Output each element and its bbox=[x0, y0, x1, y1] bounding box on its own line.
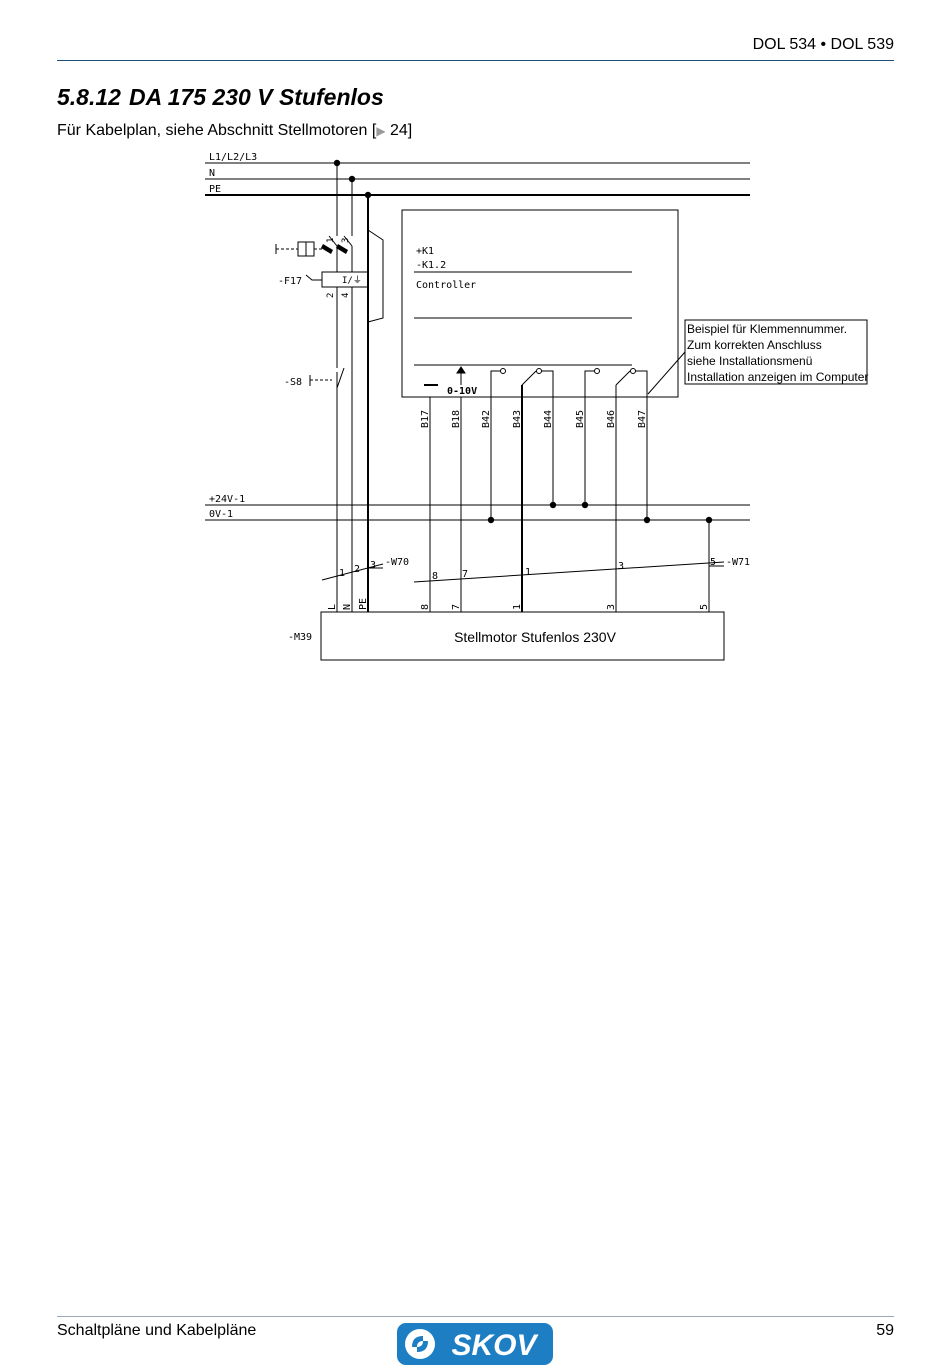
motor-tag-m39: -M39 bbox=[288, 632, 312, 643]
analog-output-label: 0-10V bbox=[447, 386, 477, 397]
cable-core-label: 7 bbox=[462, 569, 468, 580]
bus-label-24v: +24V-1 bbox=[209, 494, 245, 505]
note-line: Installation anzeigen im Computer bbox=[687, 370, 868, 384]
intro-page-reference[interactable]: 24] bbox=[390, 122, 413, 139]
terminal-label: B44 bbox=[543, 410, 554, 428]
switch-s8-label: -S8 bbox=[284, 377, 302, 388]
section-heading: 5.8.12 DA 175 230 V Stufenlos bbox=[57, 84, 384, 111]
page-number: 59 bbox=[876, 1322, 894, 1339]
motor-terminal-label: 7 bbox=[451, 604, 462, 610]
bus-label-0v: 0V-1 bbox=[209, 509, 233, 520]
intro-text: Für Kabelplan, siehe Abschnitt Stellmoto… bbox=[57, 122, 412, 140]
motor-terminal-label: 8 bbox=[420, 604, 431, 610]
cable-core-label: 1 bbox=[525, 567, 531, 578]
terminal-label: B46 bbox=[606, 410, 617, 428]
terminal-label: B47 bbox=[637, 410, 648, 428]
skov-logo-text: SKOV bbox=[451, 1329, 539, 1362]
bus-label-pe: PE bbox=[209, 184, 221, 195]
motor-terminal-label: 3 bbox=[606, 604, 617, 610]
note-line: Zum korrekten Anschluss bbox=[687, 338, 822, 352]
svg-text:4: 4 bbox=[341, 293, 351, 298]
document-header-title: DOL 534 • DOL 539 bbox=[752, 36, 894, 53]
analog-output-arrow-icon bbox=[456, 366, 466, 374]
bus-label-n: N bbox=[209, 168, 215, 179]
terminal-label: B42 bbox=[481, 410, 492, 428]
note-line: Beispiel für Klemmennummer. bbox=[687, 322, 847, 336]
motor-terminal-label: N bbox=[342, 604, 353, 610]
page-reference-arrow-icon: ▶ bbox=[376, 124, 386, 138]
cable-w71-label: -W71 bbox=[726, 557, 750, 568]
cable-core-label: 3 bbox=[370, 560, 376, 571]
svg-text:3: 3 bbox=[341, 238, 351, 243]
motor-label: Stellmotor Stufenlos 230V bbox=[454, 629, 617, 645]
cable-core-label: 5 bbox=[710, 557, 716, 568]
svg-text:2: 2 bbox=[326, 293, 336, 298]
terminal-label: B17 bbox=[420, 410, 431, 428]
skov-logo-mark-icon bbox=[412, 1336, 423, 1347]
footer-rule bbox=[57, 1316, 894, 1317]
skov-logo: SKOV bbox=[397, 1323, 553, 1365]
controller-label-k1: +K1 bbox=[416, 246, 434, 257]
svg-text:1: 1 bbox=[326, 238, 336, 243]
section-title: DA 175 230 V Stufenlos bbox=[128, 84, 384, 110]
motor-terminal-label: PE bbox=[358, 598, 369, 610]
header-rule bbox=[57, 60, 894, 61]
fuse-f17-symbol-text: I/⏚ bbox=[342, 275, 362, 286]
motor-box bbox=[320, 611, 725, 661]
cable-core-label: 3 bbox=[618, 561, 624, 572]
intro-link-stellmotoren[interactable]: Stellmotoren bbox=[277, 122, 368, 139]
fuse-f17-label: -F17 bbox=[278, 276, 302, 287]
terminal-label: B45 bbox=[575, 410, 586, 428]
controller-box bbox=[401, 209, 679, 398]
controller-label-k1-2: -K1.2 bbox=[416, 260, 446, 271]
relay-2-contact bbox=[615, 370, 631, 386]
terminal-label: B43 bbox=[512, 410, 523, 428]
intro-bracket: [ bbox=[371, 122, 377, 139]
motor-terminal-label: 1 bbox=[512, 604, 523, 610]
cable-core-label: 2 bbox=[354, 564, 360, 575]
motor-terminal-label: L bbox=[327, 604, 338, 610]
footer-chapter-title: Schaltpläne und Kabelpläne bbox=[57, 1322, 257, 1339]
controller-label: Controller bbox=[416, 280, 476, 291]
cable-core-label: 1 bbox=[339, 568, 345, 579]
cable-w70-label: -W70 bbox=[385, 557, 409, 568]
bus-label-l1l2l3: L1/L2/L3 bbox=[209, 152, 257, 163]
terminal-label: B18 bbox=[451, 410, 462, 428]
cable-core-label: 8 bbox=[432, 571, 438, 582]
switch-s8-contact bbox=[336, 367, 345, 389]
section-number: 5.8.12 bbox=[57, 84, 121, 110]
motor-terminal-label: 5 bbox=[699, 604, 710, 610]
intro-prefix: Für Kabelplan, siehe Abschnitt bbox=[57, 122, 278, 139]
wiring-diagram: L1/L2/L3 N PE +24V-1 0V-1 -F17 I/⏚ -S8 1… bbox=[205, 152, 868, 661]
note-line: siehe Installationsmenü bbox=[687, 354, 812, 368]
relay-1-contact bbox=[521, 370, 537, 386]
